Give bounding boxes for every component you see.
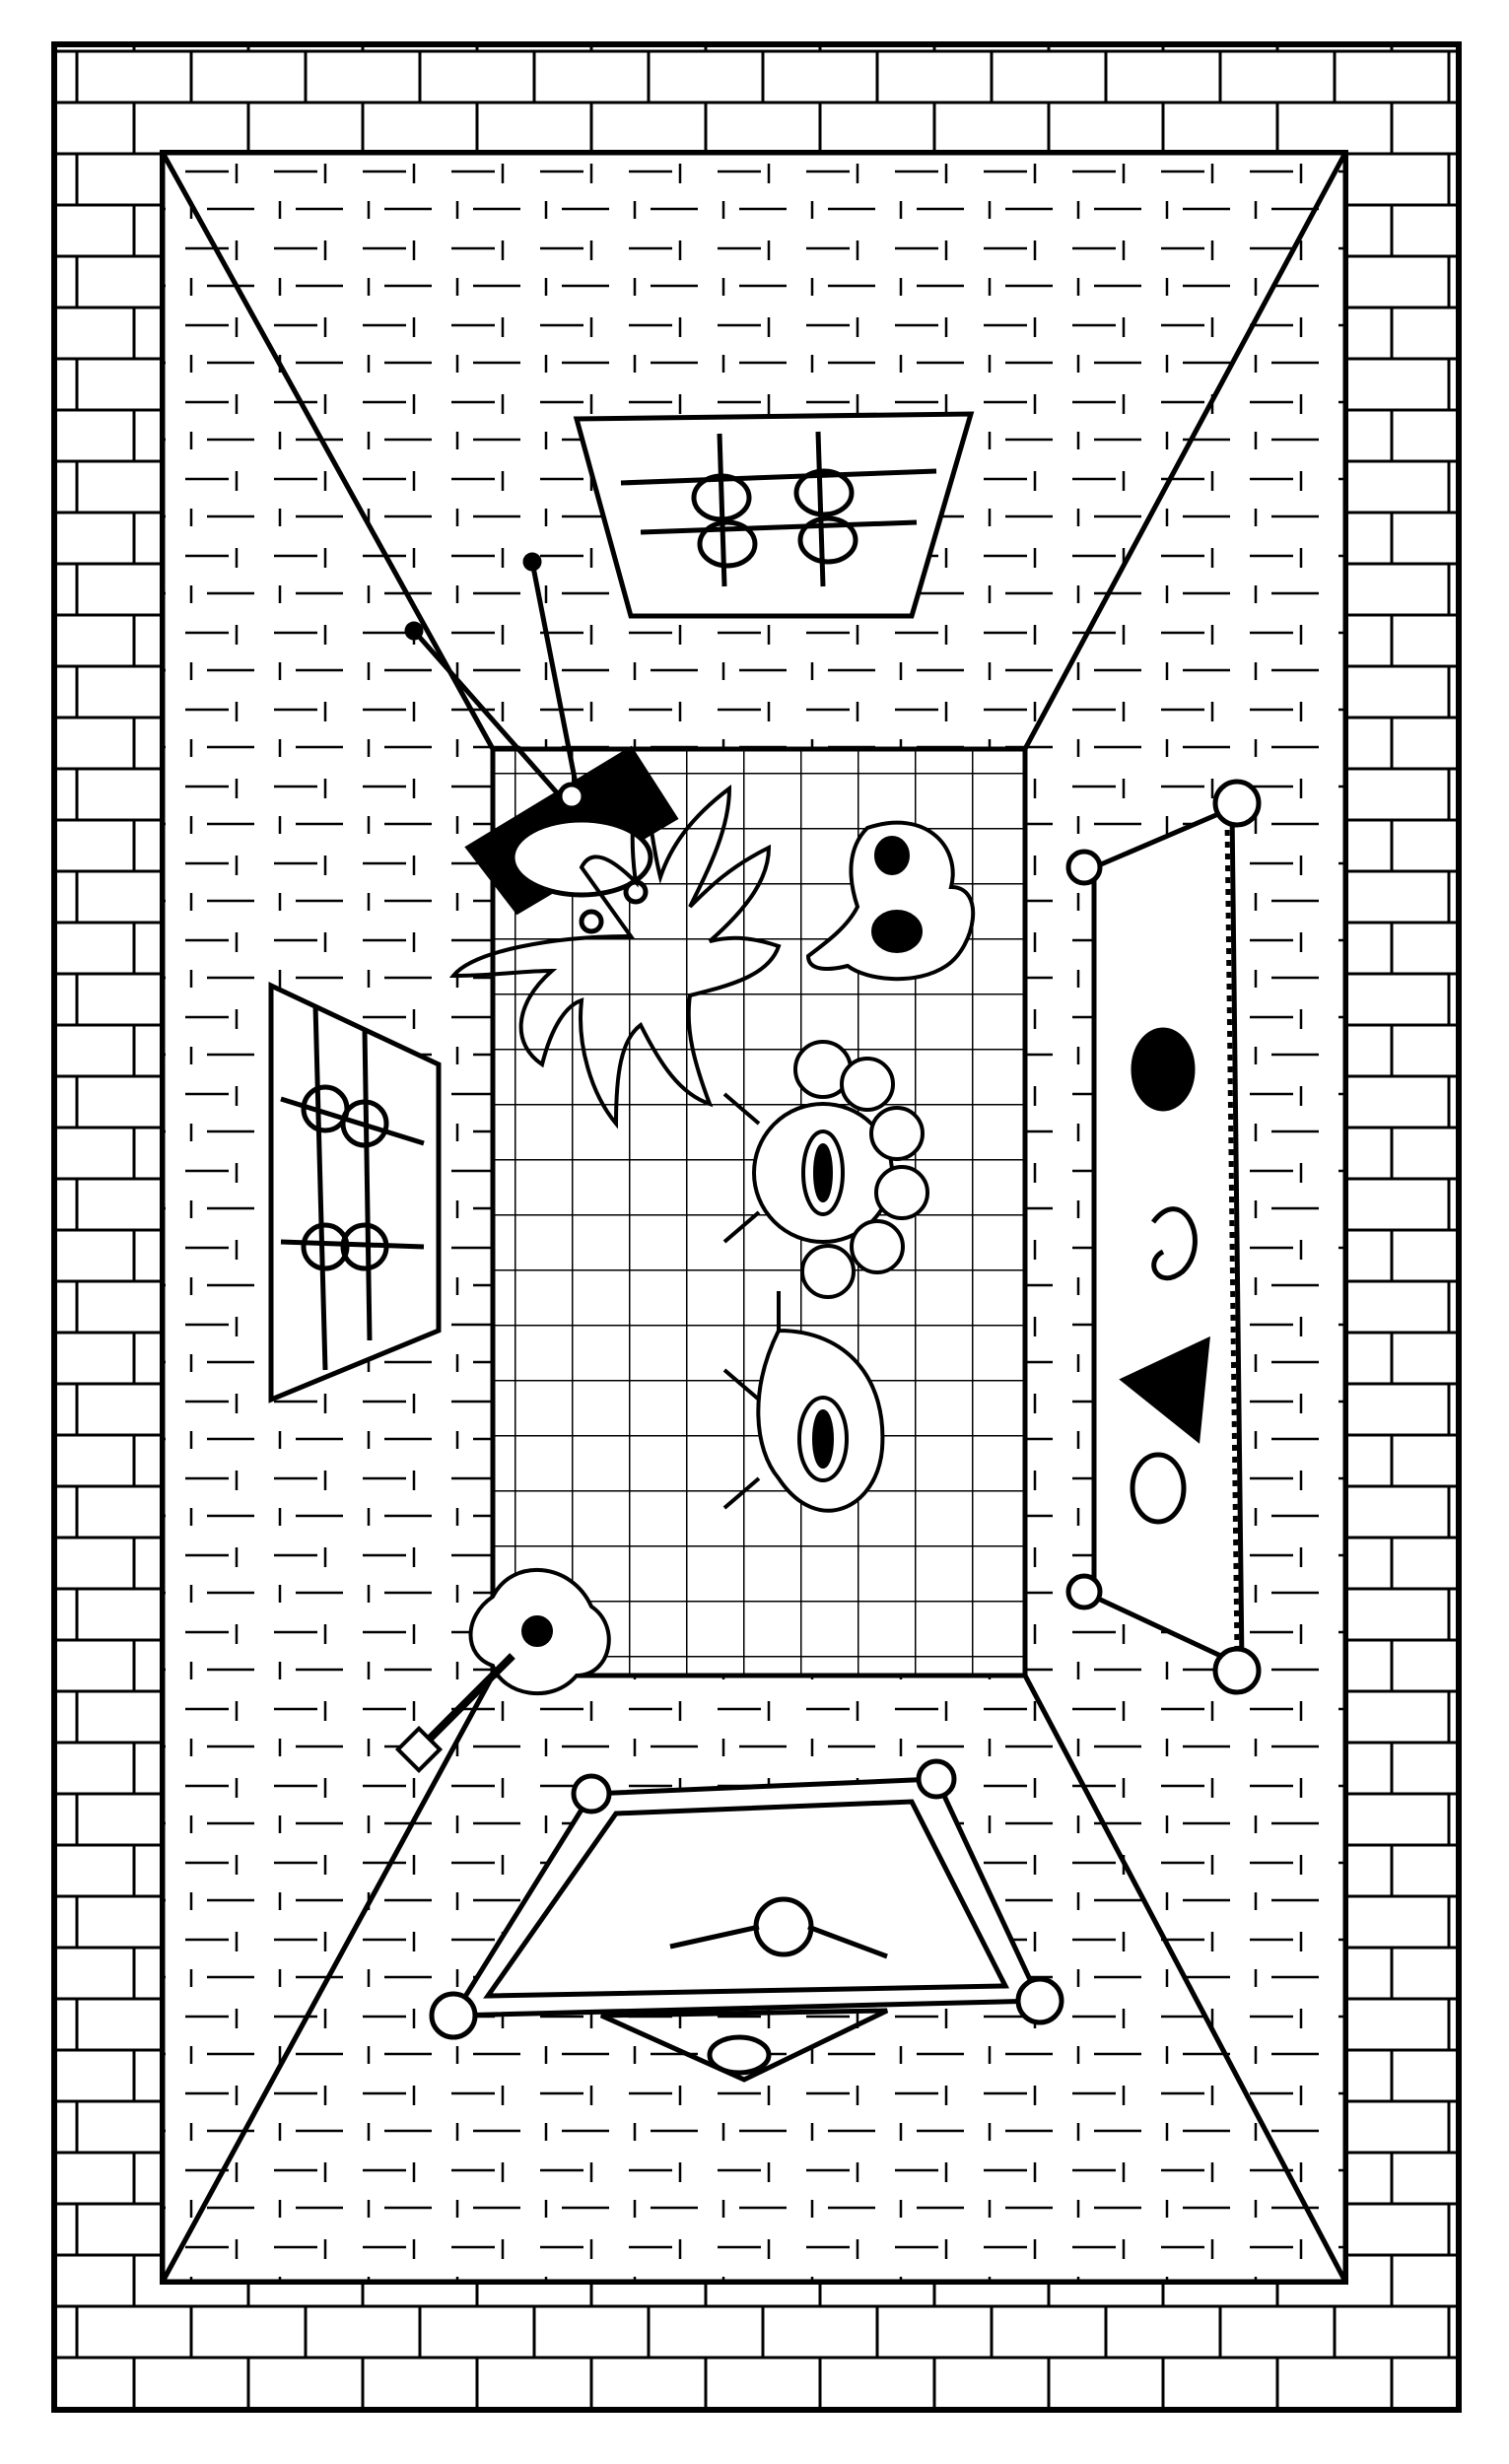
- rug-icon: [429, 1758, 1064, 2083]
- flower-face-icon: [722, 1040, 929, 1299]
- barred-window-icon: [573, 411, 975, 619]
- eye-face-icon: [722, 1291, 885, 1513]
- guitar-icon: [394, 1567, 611, 1774]
- ghost-icon: [805, 820, 976, 982]
- wall-banner-icon: [1065, 779, 1262, 1695]
- hand-icon: [448, 772, 782, 1129]
- barred-window-icon: [268, 982, 442, 1403]
- television-icon: [404, 552, 679, 934]
